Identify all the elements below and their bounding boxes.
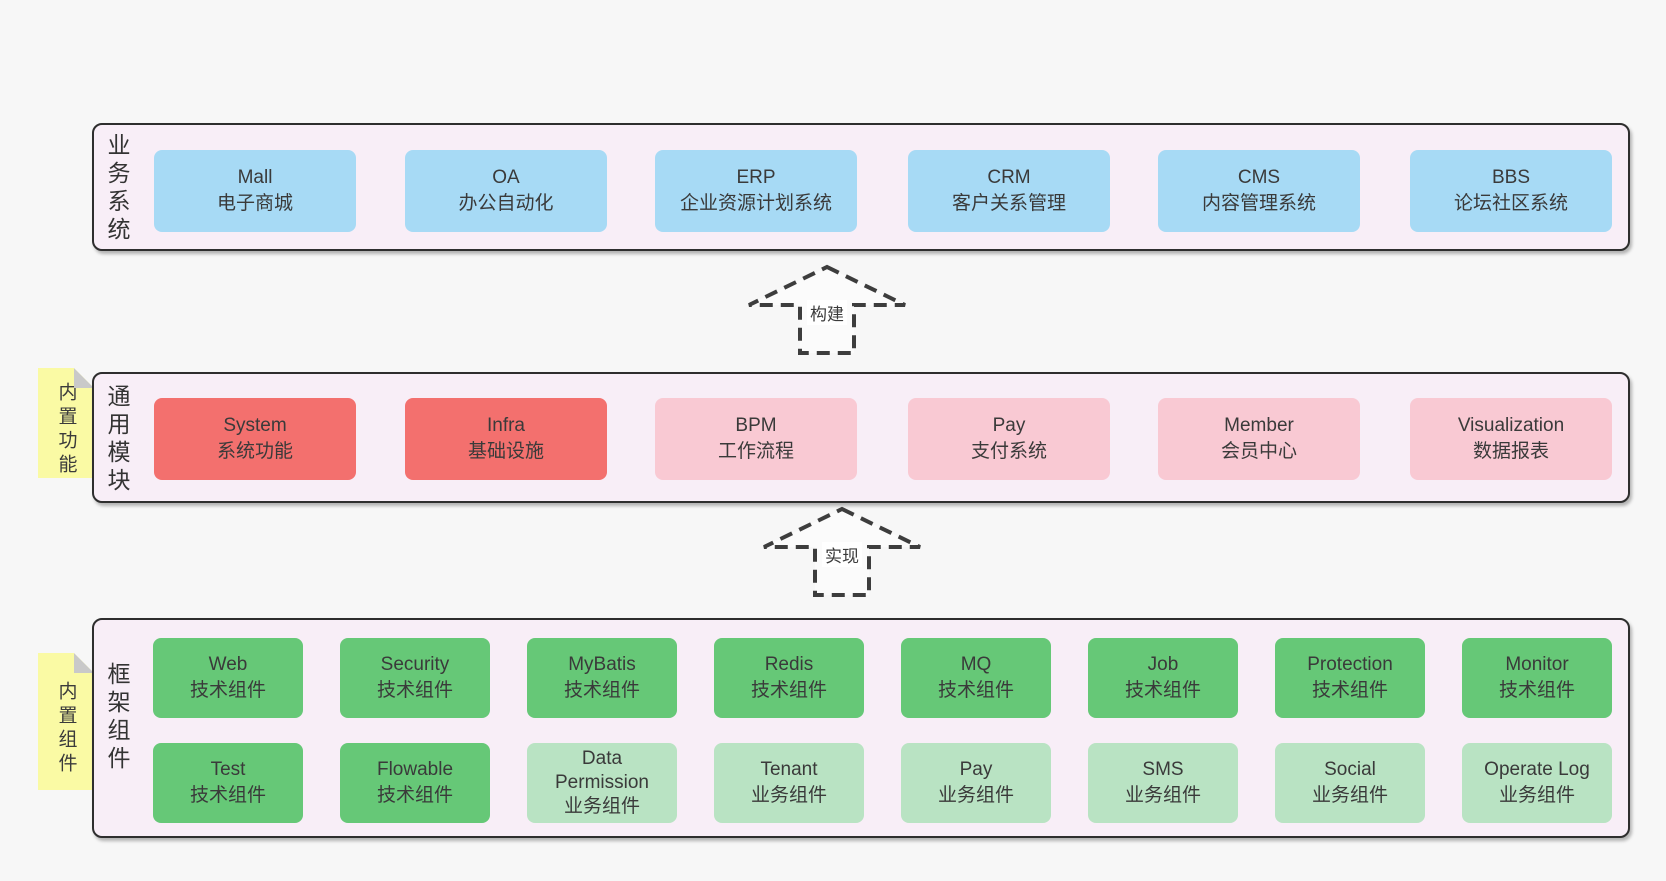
box-title: Visualization [1457, 415, 1565, 437]
box-title: System [223, 415, 287, 437]
box-cms: CMS 内容管理系统 [1158, 150, 1360, 232]
box-pay-component: Pay 业务组件 [901, 743, 1051, 823]
box-subtitle: 技术组件 [376, 680, 453, 701]
box-mall: Mall 电子商城 [154, 150, 356, 232]
box-social: Social 业务组件 [1275, 743, 1425, 823]
box-sms: SMS 业务组件 [1088, 743, 1238, 823]
box-title: Infra [486, 415, 526, 437]
box-title: BBS [1491, 167, 1531, 189]
box-oa: OA 办公自动化 [405, 150, 607, 232]
box-subtitle: 技术组件 [1311, 680, 1388, 701]
box-title: Web [208, 654, 248, 676]
box-title: Job [1147, 654, 1179, 676]
box-title: Pay [959, 759, 993, 781]
band-framework-components-label: 框架组件 [104, 662, 130, 774]
box-subtitle: 技术组件 [1498, 680, 1575, 701]
box-subtitle: 内容管理系统 [1201, 193, 1316, 214]
box-subtitle: 数据报表 [1472, 441, 1549, 462]
box-subtitle: 技术组件 [376, 785, 453, 806]
box-title: Tenant [760, 759, 818, 781]
box-operate-log: Operate Log 业务组件 [1462, 743, 1612, 823]
box-subtitle: 业务组件 [1311, 785, 1388, 806]
box-security: Security 技术组件 [340, 638, 490, 718]
built-in-components-tab: 内置组件 [38, 653, 94, 790]
box-bpm: BPM 工作流程 [655, 398, 857, 480]
folded-corner-icon [74, 653, 94, 673]
box-subtitle: 办公自动化 [458, 193, 554, 214]
box-pay-module: Pay 支付系统 [908, 398, 1110, 480]
box-data-permission: Data Permission 业务组件 [527, 743, 677, 823]
box-subtitle: 支付系统 [970, 441, 1047, 462]
box-title: Member [1224, 415, 1294, 437]
box-tenant: Tenant 业务组件 [714, 743, 864, 823]
box-monitor: Monitor 技术组件 [1462, 638, 1612, 718]
box-title: MQ [960, 654, 992, 676]
band-business-systems-label: 业务系统 [104, 133, 130, 245]
box-subtitle: 论坛社区系统 [1453, 193, 1568, 214]
box-subtitle: 技术组件 [189, 680, 266, 701]
built-in-features-tab-label: 内置功能 [55, 382, 77, 478]
box-title: CMS [1237, 167, 1281, 189]
box-job: Job 技术组件 [1088, 638, 1238, 718]
folded-corner-icon [74, 368, 94, 388]
box-subtitle: 技术组件 [1124, 680, 1201, 701]
box-subtitle: 技术组件 [189, 785, 266, 806]
box-test: Test 技术组件 [153, 743, 303, 823]
implement-arrow: 实现 [757, 506, 927, 598]
box-subtitle: 系统功能 [216, 441, 293, 462]
box-mq: MQ 技术组件 [901, 638, 1051, 718]
box-subtitle: 业务组件 [1498, 785, 1575, 806]
box-subtitle: 业务组件 [750, 785, 827, 806]
box-title: Protection [1307, 654, 1393, 676]
box-title: Data Permission [555, 748, 649, 794]
implement-arrow-label: 实现 [822, 542, 862, 567]
band-common-modules-label: 通用模块 [104, 384, 130, 496]
box-subtitle: 会员中心 [1220, 441, 1297, 462]
box-title: Monitor [1505, 654, 1569, 676]
box-flowable: Flowable 技术组件 [340, 743, 490, 823]
box-subtitle: 电子商城 [216, 193, 293, 214]
box-infra: Infra 基础设施 [405, 398, 607, 480]
box-title: BPM [735, 415, 777, 437]
box-erp: ERP 企业资源计划系统 [655, 150, 857, 232]
box-title: OA [492, 167, 520, 189]
box-title: Social [1324, 759, 1376, 781]
box-title: Operate Log [1484, 759, 1590, 781]
box-title: SMS [1142, 759, 1184, 781]
box-web: Web 技术组件 [153, 638, 303, 718]
box-subtitle: 企业资源计划系统 [679, 193, 832, 214]
box-subtitle: 技术组件 [563, 680, 640, 701]
box-member: Member 会员中心 [1158, 398, 1360, 480]
build-arrow-label: 构建 [807, 300, 847, 325]
box-title: Flowable [376, 759, 454, 781]
box-title: Mall [237, 167, 273, 189]
box-subtitle: 客户关系管理 [951, 193, 1066, 214]
box-title: ERP [736, 167, 776, 189]
box-protection: Protection 技术组件 [1275, 638, 1425, 718]
box-bbs: BBS 论坛社区系统 [1410, 150, 1612, 232]
box-subtitle: 基础设施 [467, 441, 544, 462]
box-subtitle: 技术组件 [937, 680, 1014, 701]
box-title: MyBatis [568, 654, 636, 676]
box-subtitle: 工作流程 [717, 441, 794, 462]
box-title: Test [210, 759, 246, 781]
box-subtitle: 业务组件 [563, 795, 640, 817]
box-subtitle: 业务组件 [937, 785, 1014, 806]
box-visualization: Visualization 数据报表 [1410, 398, 1612, 480]
box-crm: CRM 客户关系管理 [908, 150, 1110, 232]
box-subtitle: 技术组件 [750, 680, 827, 701]
built-in-features-tab: 内置功能 [38, 368, 94, 478]
box-title: CRM [987, 167, 1031, 189]
box-redis: Redis 技术组件 [714, 638, 864, 718]
box-mybatis: MyBatis 技术组件 [527, 638, 677, 718]
box-title: Security [380, 654, 450, 676]
build-arrow: 构建 [742, 264, 912, 356]
box-system: System 系统功能 [154, 398, 356, 480]
box-subtitle: 业务组件 [1124, 785, 1201, 806]
box-title: Pay [992, 415, 1026, 437]
built-in-components-tab-label: 内置组件 [55, 680, 77, 777]
box-title: Redis [764, 654, 814, 676]
